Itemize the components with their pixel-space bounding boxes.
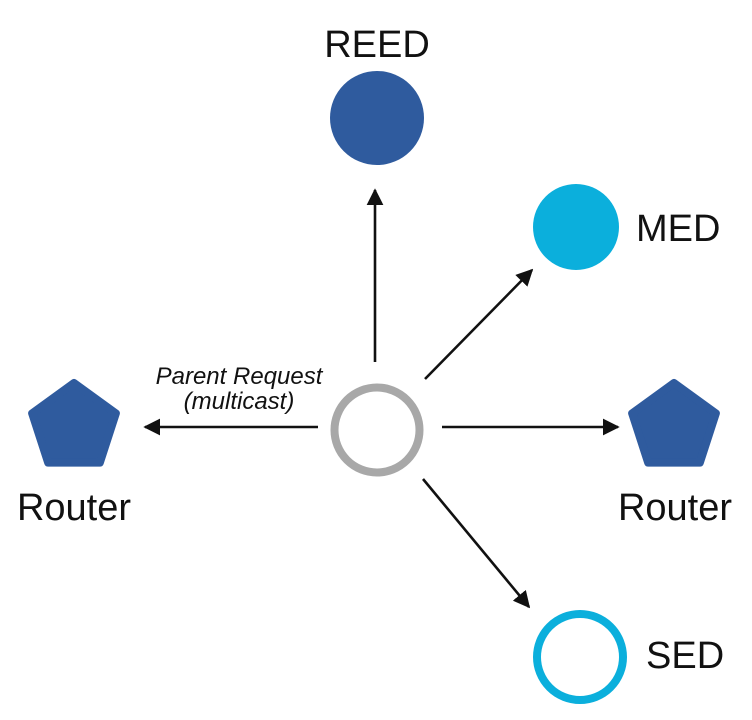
- parent-request-annotation-line1: Parent Request: [156, 363, 324, 390]
- center-node-circle-icon: [330, 383, 424, 477]
- arrow-center-to-sed: [421, 478, 531, 609]
- sed-node-circle-icon: [533, 610, 627, 704]
- parent-request-annotation-line2: (multicast): [184, 388, 295, 415]
- router-right-pentagon-icon: [628, 379, 720, 467]
- router-left-pentagon-icon: [28, 379, 120, 467]
- reed-node-circle-icon: [330, 71, 424, 165]
- router-left-label: Router: [17, 487, 131, 529]
- router-right-label: Router: [618, 487, 732, 529]
- reed-label: REED: [324, 24, 430, 66]
- sed-label: SED: [646, 635, 724, 677]
- med-node-circle-icon: [533, 184, 619, 270]
- arrow-center-to-med: [424, 268, 534, 380]
- med-label: MED: [636, 208, 720, 250]
